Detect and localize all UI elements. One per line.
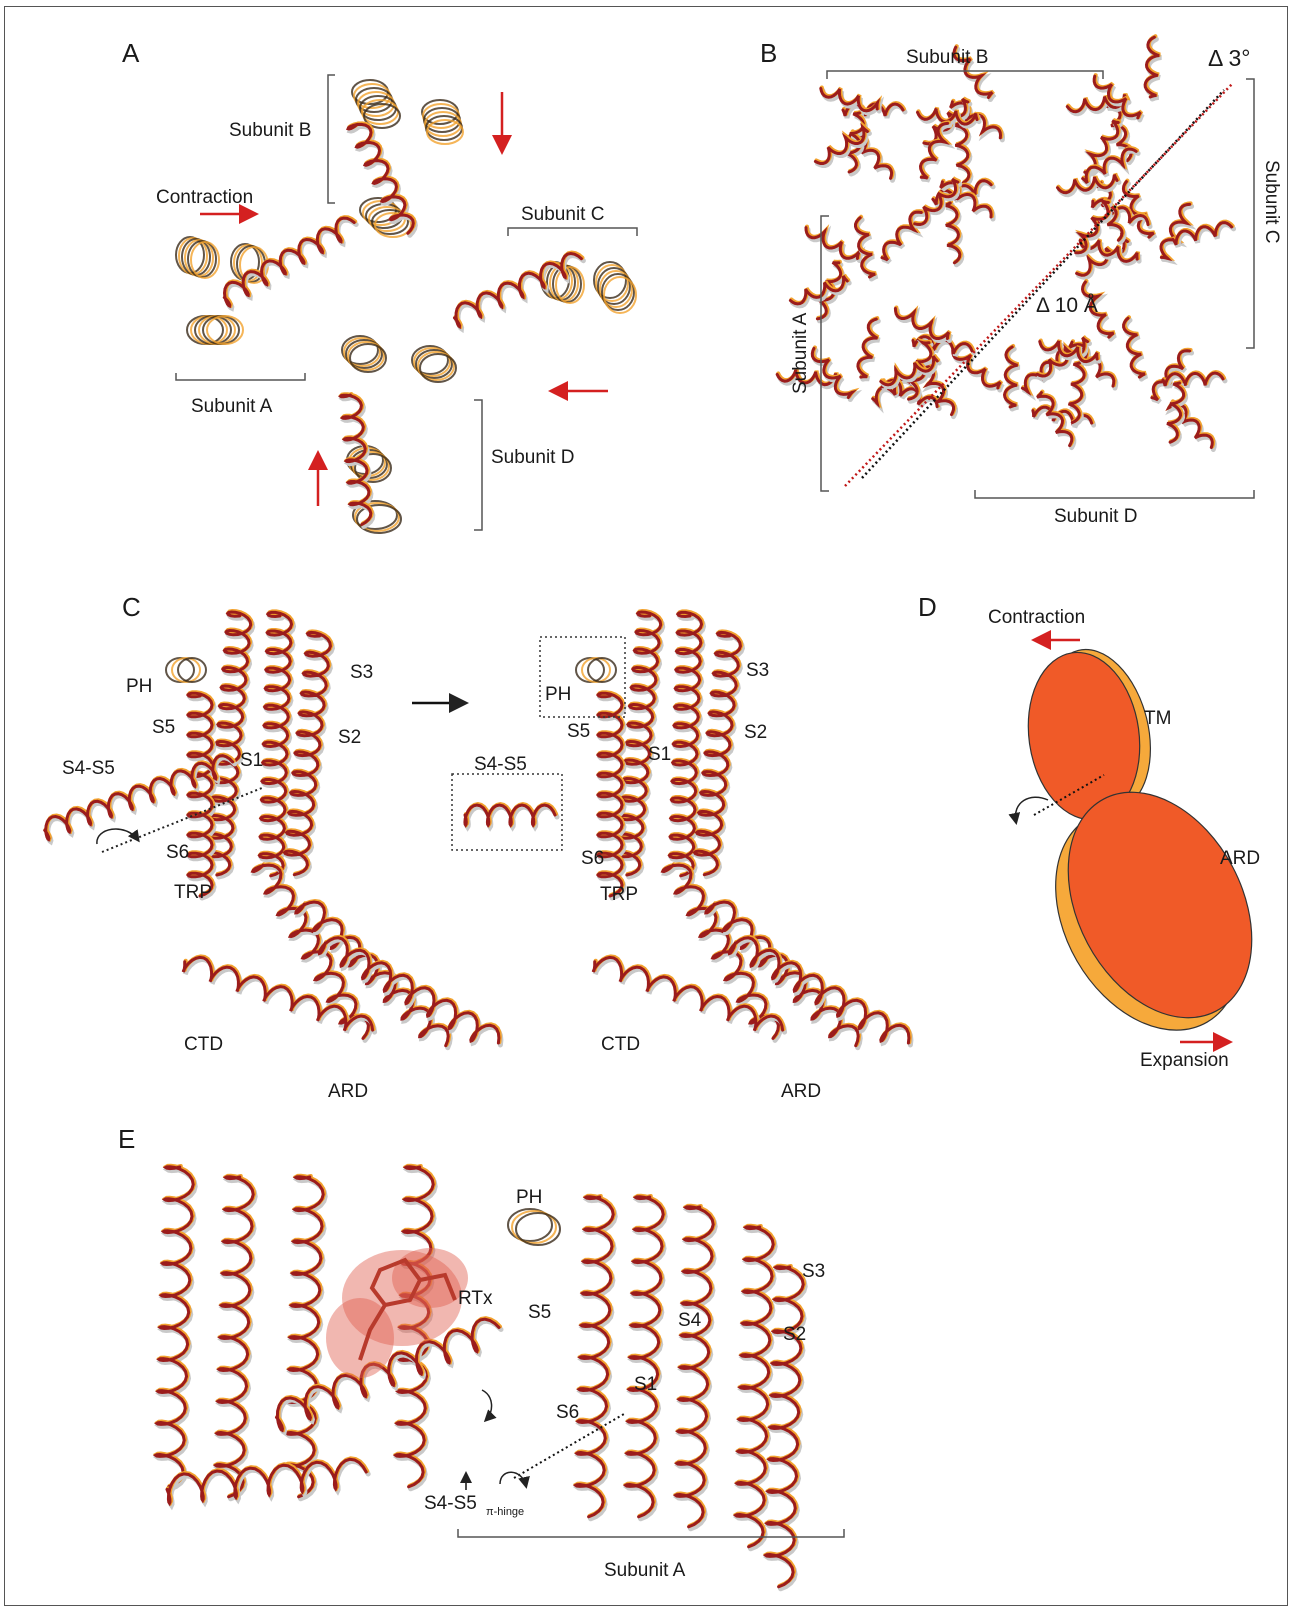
panel-c-letter: C: [122, 592, 141, 622]
e-s4s5: S4-S5: [424, 1493, 477, 1514]
helix-turn: [582, 658, 610, 682]
label-subunit-b: Subunit B: [229, 120, 311, 141]
label-subunit-c: Subunit C: [521, 204, 604, 225]
helix-ribbon: [883, 211, 922, 259]
e-rtx: RTx: [458, 1288, 493, 1309]
label-e-subunit-a: Subunit A: [604, 1560, 686, 1581]
c-left-rotation-arrow: [97, 829, 138, 844]
helix-turn: [178, 658, 206, 682]
e-s5: S5: [528, 1302, 551, 1323]
label-d-tm: TM: [1144, 708, 1171, 729]
label-b-subunit-c: Subunit C: [1261, 160, 1282, 243]
e-s4: S4: [678, 1310, 702, 1331]
c-right-s2: S2: [744, 722, 767, 743]
bracket-subunit-a: [176, 373, 305, 380]
helix-ribbon: [953, 348, 1001, 388]
helix-turn: [576, 658, 604, 682]
panel-b-structure: [777, 36, 1233, 449]
c-left-ctd: CTD: [184, 1034, 223, 1055]
helix-turn: [588, 658, 616, 682]
panel-c-right-structure: [465, 611, 911, 1048]
c-right-s4s5: S4-S5: [474, 754, 527, 775]
label-d-expansion: Expansion: [1140, 1050, 1229, 1071]
c-left-s3: S3: [350, 662, 373, 683]
c-left-s1: S1: [240, 750, 263, 771]
bracket-b-subunit-c: [1246, 79, 1254, 348]
c-left-s5: S5: [152, 717, 175, 738]
label-contraction-a: Contraction: [156, 187, 253, 208]
subunit-a-helices: [176, 217, 356, 344]
helix-ribbon: [954, 123, 969, 183]
label-d-contraction: Contraction: [988, 607, 1085, 628]
label-subunit-a: Subunit A: [191, 396, 273, 417]
panel-e: E PH S3 RTx S5 S4 S2 S1 S6 S4-S5 π-hinge…: [118, 1124, 844, 1589]
diagonal-black: [862, 90, 1224, 478]
panel-a: A Subunit B Subunit C Subunit A Subunit …: [122, 38, 637, 533]
e-rotation-arrow-upper: [482, 1390, 492, 1420]
e-s3: S3: [802, 1261, 825, 1282]
panel-b-letter: B: [760, 38, 777, 68]
e-s6: S6: [556, 1402, 579, 1423]
c-left-s4s5: S4-S5: [62, 758, 115, 779]
label-b-subunit-b: Subunit B: [906, 47, 988, 68]
helix-turn: [166, 658, 194, 682]
e-s2: S2: [783, 1324, 806, 1345]
bracket-b-subunit-a: [821, 216, 829, 491]
panel-e-structure: [156, 1166, 806, 1589]
helix-turn: [172, 658, 200, 682]
c-right-s3: S3: [746, 660, 769, 681]
c-left-s2: S2: [338, 727, 361, 748]
label-d-ard: ARD: [1220, 848, 1260, 869]
e-rotation-arrow-lower: [500, 1472, 526, 1486]
helix-turn: [185, 240, 213, 276]
c-right-s6: S6: [581, 848, 604, 869]
e-hinge: π-hinge: [486, 1506, 524, 1518]
panel-b: B Subunit B Subunit C Subunit A Subunit …: [760, 36, 1282, 527]
panel-d-letter: D: [918, 592, 937, 622]
helix-ribbon: [944, 203, 959, 263]
helix-ribbon: [167, 1459, 366, 1503]
subunit-b-helices: [348, 80, 463, 237]
c-left-ph: PH: [126, 676, 152, 697]
helix-ribbon: [813, 347, 853, 396]
c-left-s6: S6: [166, 842, 189, 863]
c-right-ph: PH: [545, 684, 571, 705]
bracket-b-subunit-d: [975, 490, 1254, 498]
helix-ribbon: [224, 218, 354, 306]
panel-e-letter: E: [118, 1124, 135, 1154]
c-right-s1: S1: [648, 744, 671, 765]
bracket-subunit-d: [474, 400, 482, 530]
c-left-ard: ARD: [328, 1081, 368, 1102]
helix-ribbon: [1005, 347, 1018, 407]
c-right-ctd: CTD: [601, 1034, 640, 1055]
label-b-subunit-a: Subunit A: [790, 312, 811, 394]
panel-a-letter: A: [122, 38, 140, 68]
helix-ribbon: [895, 309, 948, 339]
subunit-c-helices: [455, 253, 637, 329]
c-right-s5: S5: [567, 721, 590, 742]
helix-ribbon: [806, 228, 859, 259]
subunit-d-helices: [341, 336, 457, 533]
label-b-subunit-d: Subunit D: [1054, 506, 1137, 527]
panel-c: C PH S3 S5 S2 S4-S5 S1 S6 TRP CTD ARD PH…: [45, 592, 911, 1102]
label-subunit-d: Subunit D: [491, 447, 574, 468]
e-ph: PH: [516, 1187, 542, 1208]
helix-ribbon: [455, 254, 582, 327]
bracket-subunit-b: [328, 75, 335, 203]
e-s1: S1: [634, 1374, 657, 1395]
helix-turn: [182, 239, 210, 275]
helix-ribbon: [1006, 346, 1019, 406]
label-distance: Δ 10 Å: [1036, 294, 1098, 317]
c-right-ard: ARD: [781, 1081, 821, 1102]
helix-ribbon: [1165, 375, 1225, 388]
c-left-trp: TRP: [174, 882, 212, 903]
bracket-subunit-c: [508, 228, 637, 236]
label-angle: Δ 3°: [1208, 45, 1250, 71]
panel-d: D Contraction TM ARD Expansion: [918, 592, 1289, 1071]
c-right-trp: TRP: [600, 884, 638, 905]
